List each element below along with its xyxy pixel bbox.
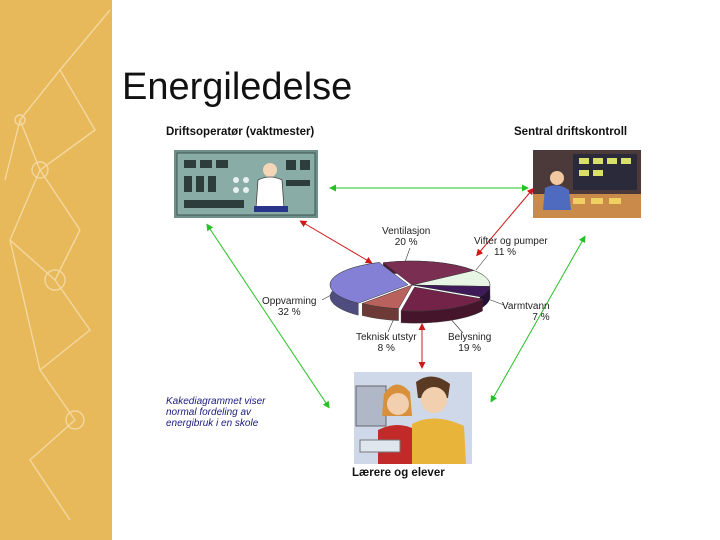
leader-vifter bbox=[475, 254, 489, 271]
operator-control-panel-image bbox=[174, 150, 318, 218]
pie-label-name: Belysning bbox=[448, 332, 492, 343]
pie-label-name: Varmtvann bbox=[502, 301, 550, 312]
pie-label-belysning: Belysning 19 % bbox=[448, 332, 491, 354]
pie-slice-varmtvann bbox=[411, 284, 491, 298]
pie-label-value: 7 % bbox=[532, 312, 550, 323]
pie-label-value: 32 % bbox=[277, 307, 301, 318]
leader-ventilasjon bbox=[404, 247, 411, 263]
pie-label-varmtvann: Varmtvann 7 % bbox=[502, 301, 550, 323]
pie-slice-teknisk-utstyr bbox=[361, 284, 413, 309]
pie-explanation-note: Kakediagrammet viser normal fordeling av… bbox=[166, 396, 266, 429]
pie-label-name: Teknisk utstyr bbox=[356, 332, 417, 343]
pie-label-value: 20 % bbox=[394, 237, 418, 248]
slide-title: Energiledelse bbox=[122, 66, 353, 108]
pie-label-vifter: Vifter og pumper 11 % bbox=[474, 236, 554, 258]
arrow-central-chart bbox=[476, 187, 534, 257]
pie-label-teknisk: Teknisk utstyr 8 % bbox=[356, 332, 417, 354]
network-ornament bbox=[4, 9, 111, 521]
central-control-room-image bbox=[533, 150, 641, 218]
pie-slice-oppvarming bbox=[329, 262, 409, 304]
pie-chart bbox=[329, 260, 491, 324]
pie-label-name: Oppvarming bbox=[262, 296, 317, 307]
operator-heading: Driftsoperatør (vaktmester) bbox=[166, 126, 315, 138]
decorative-sidebar bbox=[0, 0, 112, 540]
pie-label-name: Ventilasjon bbox=[382, 226, 431, 237]
pie-label-ventilasjon: Ventilasjon 20 % bbox=[382, 226, 430, 248]
pie-label-name: Vifter og pumper bbox=[474, 236, 548, 247]
teachers-students-image bbox=[354, 372, 472, 464]
arrow-operator-chart bbox=[299, 220, 373, 264]
people-heading: Lærere og elever bbox=[352, 467, 445, 479]
central-heading: Sentral driftskontroll bbox=[514, 126, 628, 138]
arrow-central-people bbox=[490, 235, 586, 403]
pie-label-value: 11 % bbox=[494, 247, 517, 258]
arrow-operator-people bbox=[206, 223, 330, 409]
pie-slice-ventilasjon bbox=[382, 260, 475, 286]
pie-slice-belysning bbox=[400, 286, 484, 312]
pie-label-value: 19 % bbox=[458, 343, 482, 354]
pie-label-oppvarming: Oppvarming 32 % bbox=[262, 296, 316, 318]
pie-label-value: 8 % bbox=[377, 343, 395, 354]
